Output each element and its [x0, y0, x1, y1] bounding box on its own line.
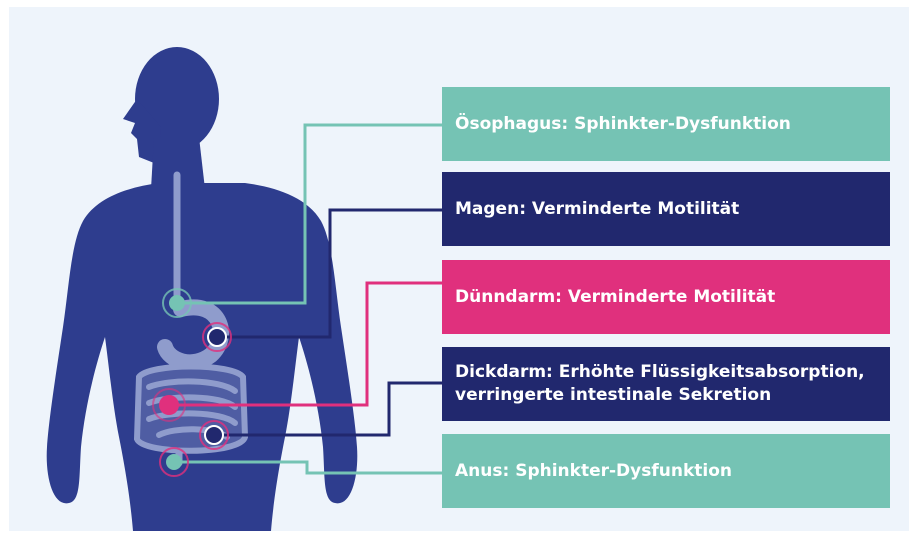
intestines-organ: [137, 367, 245, 464]
label-stomach: Magen: Verminderte Motilität: [442, 172, 890, 246]
label-small-intestine: Dünndarm: Verminderte Motilität: [442, 260, 890, 334]
label-large-intestine-text-line2: verringerte intestinale Sekretion: [455, 384, 865, 407]
target-marker-large-intestine: [200, 421, 228, 449]
label-esophagus: Ösophagus: Sphinkter-Dysfunktion: [442, 87, 890, 161]
label-large-intestine-text-line1: Dickdarm: Erhöhte Flüssigkeitsabsorption…: [455, 361, 865, 384]
diagram-canvas: Ösophagus: Sphinkter-Dysfunktion Magen: …: [9, 7, 909, 531]
label-large-intestine: Dickdarm: Erhöhte Flüssigkeitsabsorption…: [442, 347, 890, 421]
label-anus: Anus: Sphinkter-Dysfunktion: [442, 434, 890, 508]
label-stomach-text: Magen: Verminderte Motilität: [455, 198, 739, 221]
label-esophagus-text: Ösophagus: Sphinkter-Dysfunktion: [455, 113, 791, 136]
target-marker-stomach: [203, 323, 231, 351]
label-anus-text: Anus: Sphinkter-Dysfunktion: [455, 460, 732, 483]
human-body-silhouette: [47, 47, 358, 531]
label-small-intestine-text: Dünndarm: Verminderte Motilität: [455, 286, 775, 309]
